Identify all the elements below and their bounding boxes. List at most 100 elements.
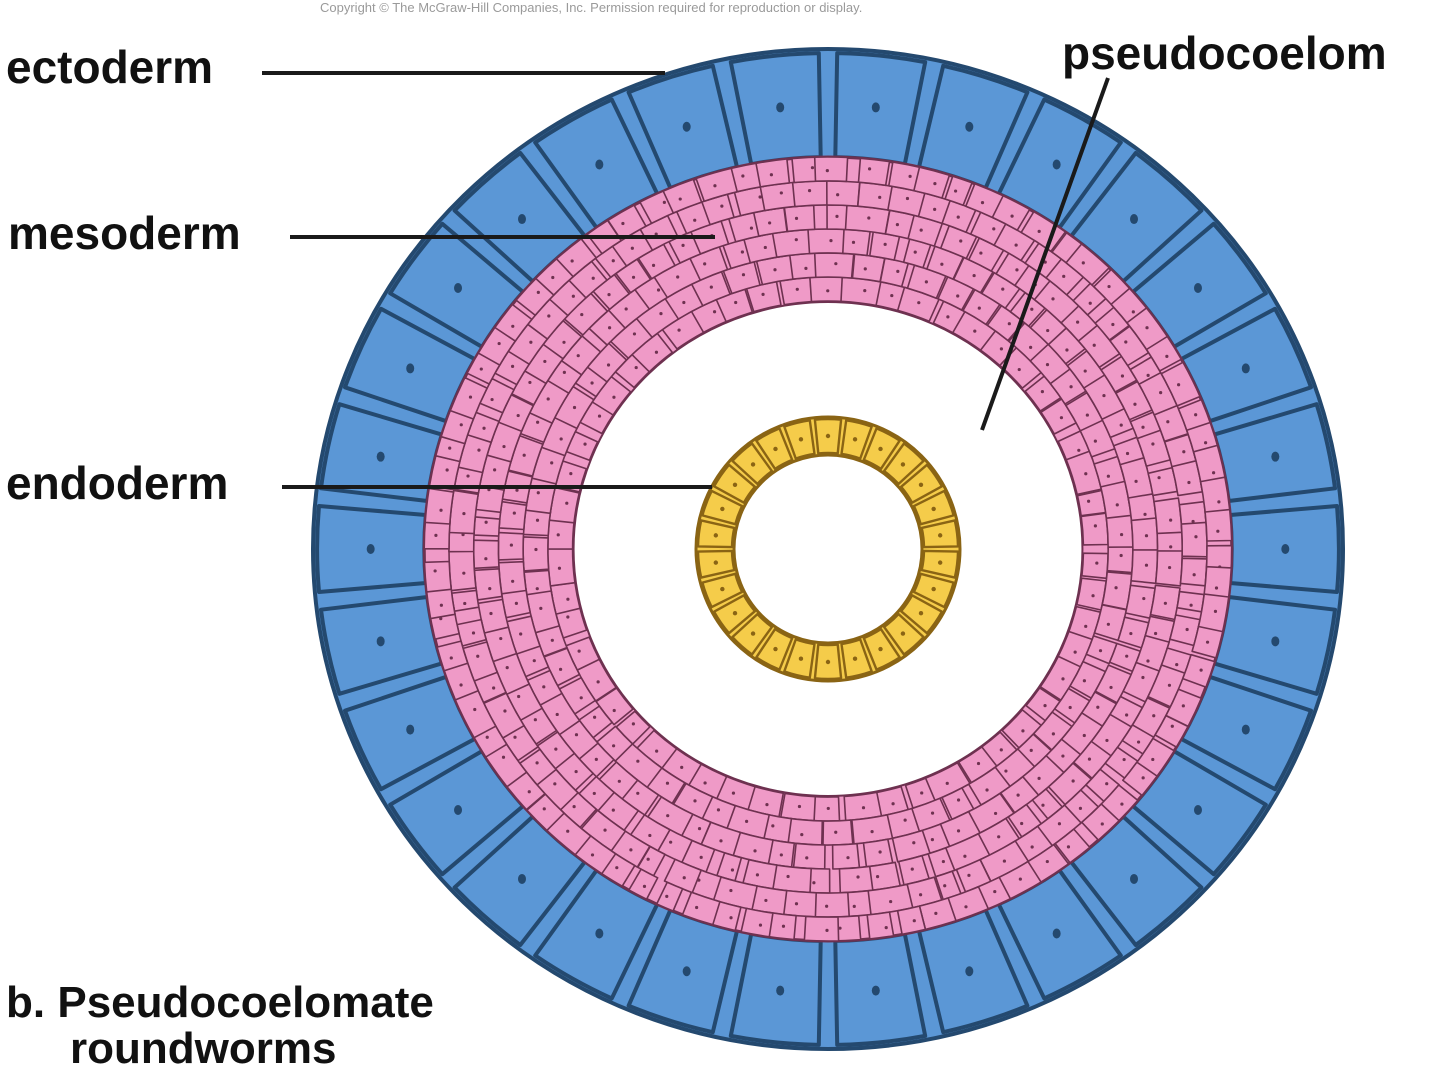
mesoderm-nucleus — [910, 867, 914, 871]
mesoderm-nucleus — [1082, 733, 1086, 738]
mesoderm-nucleus — [566, 615, 570, 619]
mesoderm-nucleus — [547, 314, 551, 318]
mesoderm-nucleus — [956, 294, 960, 298]
mesoderm-nucleus — [682, 300, 686, 305]
mesoderm-nucleus — [1189, 603, 1193, 607]
mesoderm-nucleus — [1069, 385, 1073, 389]
mesoderm-nucleus — [1106, 622, 1110, 626]
mesoderm-nucleus — [676, 275, 680, 279]
mesoderm-nucleus — [533, 718, 537, 722]
ectoderm-nucleus — [682, 966, 691, 977]
mesoderm-nucleus — [576, 354, 580, 358]
mesoderm-nucleus — [758, 923, 763, 927]
mesoderm-nucleus — [709, 285, 713, 289]
mesoderm-nucleus — [1084, 624, 1088, 628]
mesoderm-nucleus — [535, 518, 540, 522]
mesoderm-nucleus — [835, 214, 839, 218]
mesoderm-cell — [857, 157, 891, 187]
mesoderm-nucleus — [535, 761, 539, 765]
mesoderm-nucleus — [1105, 782, 1109, 786]
mesoderm-nucleus — [1146, 373, 1150, 377]
mesoderm-nucleus — [838, 926, 842, 930]
mesoderm-nucleus — [884, 926, 888, 930]
mesoderm-nucleus — [603, 828, 607, 832]
mesoderm-nucleus — [1142, 596, 1146, 601]
mesoderm-nucleus — [1029, 748, 1033, 752]
mesoderm-nucleus — [1077, 448, 1081, 452]
mesoderm-nucleus — [1107, 284, 1111, 289]
mesoderm-nucleus — [631, 722, 635, 726]
mesoderm-nucleus — [511, 579, 515, 583]
mesoderm-cell — [1180, 521, 1208, 558]
mesoderm-cell — [449, 376, 488, 420]
mesoderm-nucleus — [659, 312, 663, 316]
mesoderm-nucleus — [1169, 518, 1173, 522]
mesoderm-nucleus — [570, 259, 574, 263]
mesoderm-nucleus — [804, 266, 808, 270]
mesoderm-nucleus — [1120, 802, 1124, 806]
mesoderm-nucleus — [665, 894, 669, 898]
mesoderm-nucleus — [562, 370, 566, 374]
mesoderm-cell — [783, 204, 816, 233]
mesoderm-nucleus — [1153, 631, 1158, 636]
mesoderm-nucleus — [773, 268, 777, 272]
mesoderm-cell — [1130, 549, 1159, 585]
mesoderm-nucleus — [677, 328, 681, 332]
mesoderm-cell — [1105, 514, 1134, 550]
mesoderm-nucleus — [1092, 343, 1096, 347]
mesoderm-cell — [1182, 653, 1216, 688]
mesoderm-nucleus — [493, 468, 497, 472]
mesoderm-nucleus — [678, 197, 682, 201]
mesoderm-nucleus — [1109, 685, 1113, 690]
mesoderm-nucleus — [534, 547, 538, 552]
mesoderm-nucleus — [449, 656, 453, 660]
mesoderm-cell — [740, 907, 774, 938]
mesoderm-nucleus — [945, 781, 949, 785]
mesoderm-nucleus — [964, 905, 968, 909]
mesoderm-nucleus — [642, 884, 647, 888]
pseudocoelom-label: pseudocoelom — [1062, 27, 1387, 79]
mesoderm-nucleus — [630, 246, 634, 250]
mesoderm-nucleus — [1124, 340, 1128, 344]
mesoderm-nucleus — [729, 888, 733, 893]
mesoderm-nucleus — [703, 262, 707, 266]
mesoderm-cell — [1065, 243, 1110, 286]
mesoderm-nucleus — [896, 269, 900, 273]
mesoderm-nucleus — [852, 904, 856, 908]
mesoderm-nucleus — [1146, 659, 1150, 663]
mesoderm-nucleus — [1119, 532, 1124, 537]
mesoderm-nucleus — [621, 221, 625, 226]
mesoderm-nucleus — [593, 715, 597, 719]
mesoderm-cell — [1122, 761, 1158, 797]
mesoderm-nucleus — [629, 848, 633, 852]
mesoderm-nucleus — [977, 306, 981, 310]
mesoderm-cell — [1145, 335, 1183, 372]
mesoderm-nucleus — [1182, 450, 1186, 454]
endoderm-nucleus — [900, 462, 906, 467]
mesoderm-cell — [851, 253, 886, 283]
endoderm-nucleus — [918, 610, 924, 616]
mesoderm-cell — [473, 516, 501, 537]
gut-lumen — [732, 453, 924, 645]
mesoderm-nucleus — [594, 757, 598, 762]
mesoderm-nucleus — [889, 899, 893, 904]
mesoderm-cell — [1179, 557, 1208, 587]
mesoderm-nucleus — [1122, 757, 1126, 762]
mesoderm-nucleus — [834, 830, 838, 834]
mesoderm-nucleus — [1037, 776, 1041, 781]
mesoderm-cell — [498, 500, 528, 531]
caption-letter: b. — [6, 978, 46, 1027]
mesoderm-nucleus — [1136, 740, 1141, 744]
mesoderm-nucleus — [956, 215, 960, 219]
mesoderm-nucleus — [448, 446, 452, 450]
ectoderm-nucleus — [517, 873, 526, 884]
mesoderm-nucleus — [654, 232, 658, 236]
ectoderm-nucleus — [1281, 544, 1290, 554]
mesoderm-nucleus — [1091, 594, 1095, 598]
ectoderm-nucleus — [776, 102, 785, 113]
mesoderm-nucleus — [1093, 524, 1097, 528]
mesoderm-cell — [1047, 762, 1093, 806]
caption-line2: roundworms — [70, 1024, 337, 1073]
mesoderm-nucleus — [883, 242, 887, 246]
mesoderm-nucleus — [615, 866, 619, 870]
